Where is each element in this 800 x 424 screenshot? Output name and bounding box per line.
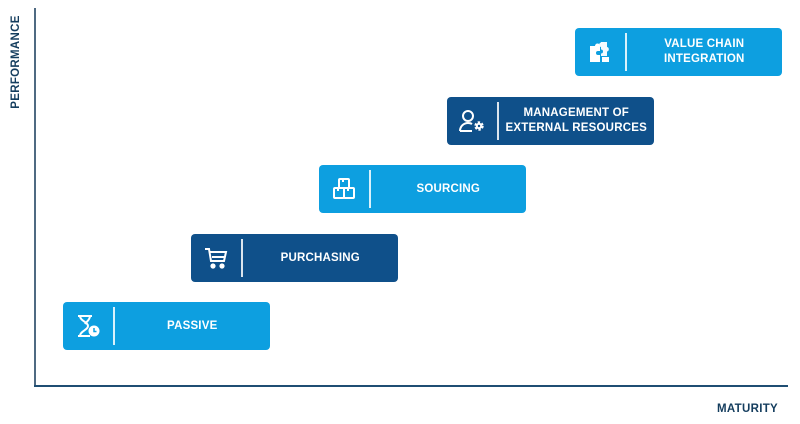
stage-label: PURCHASING <box>280 251 360 264</box>
stage-label: MANAGEMENT OF EXTERNAL RESOURCES <box>505 107 647 134</box>
y-axis-line <box>34 8 36 387</box>
divider <box>625 33 627 71</box>
puzzle-icon <box>575 28 625 76</box>
user-gear-icon <box>447 97 497 145</box>
divider <box>241 239 243 277</box>
divider <box>113 307 115 345</box>
stage-label: PASSIVE <box>167 319 218 332</box>
stage-label: VALUE CHAIN INTEGRATION <box>663 38 745 65</box>
stage-management-of-external-resources: MANAGEMENT OF EXTERNAL RESOURCES <box>447 97 654 145</box>
stage-passive: PASSIVE <box>63 302 270 350</box>
x-axis-label: MATURITY <box>717 403 778 415</box>
stage-label: SOURCING <box>416 182 481 195</box>
stage-value-chain-integration: VALUE CHAIN INTEGRATION <box>575 28 782 76</box>
divider <box>497 102 499 140</box>
hourglass-clock-icon <box>63 302 113 350</box>
stacked-boxes-icon <box>319 165 369 213</box>
divider <box>369 170 371 208</box>
x-axis-line <box>34 385 788 387</box>
stage-sourcing: SOURCING <box>319 165 526 213</box>
y-axis-label: PERFORMANCE <box>10 15 22 109</box>
shopping-cart-icon <box>191 234 241 282</box>
stage-purchasing: PURCHASING <box>191 234 398 282</box>
